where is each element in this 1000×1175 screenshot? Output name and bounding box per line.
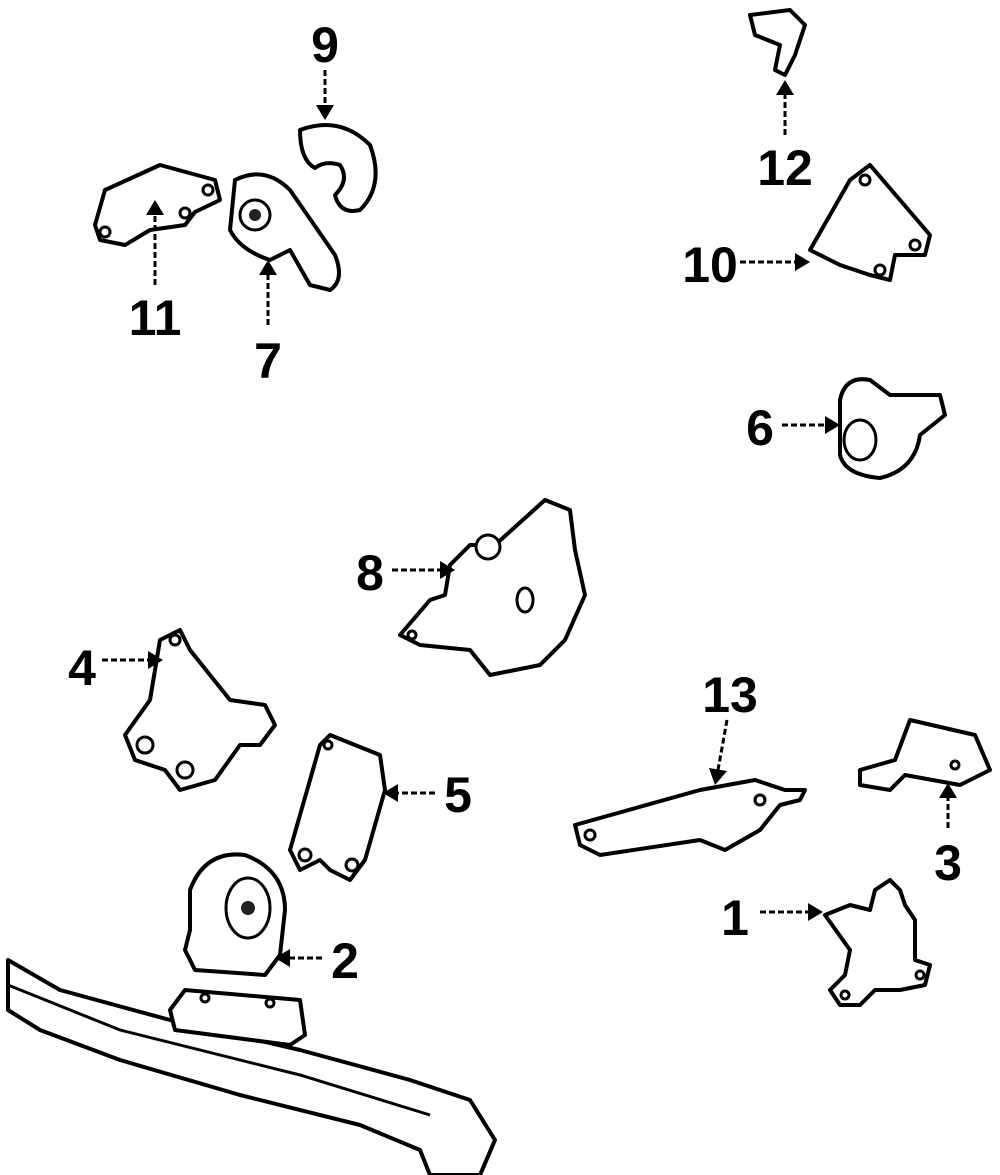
callout-numbers: 1 2 3 4 5 6 7 8 9 10 11 12 13 (68, 17, 962, 989)
part-7-mount (228, 172, 341, 292)
part-8-mount (398, 498, 587, 677)
callout-4: 4 (68, 640, 96, 696)
part-5-bracket (288, 733, 387, 882)
part-4-bracket (123, 628, 277, 792)
callout-8: 8 (356, 545, 384, 601)
frame-crossmember (6, 958, 497, 1175)
part-9-shim (298, 123, 378, 213)
callout-6: 6 (746, 400, 774, 456)
part-10-bracket (808, 163, 932, 282)
part-13-bracket (573, 778, 807, 857)
callout-leaders (102, 70, 957, 967)
callout-3: 3 (934, 835, 962, 891)
callout-12: 12 (757, 140, 813, 196)
part-12-bracket (748, 8, 807, 77)
callout-1: 1 (721, 890, 749, 946)
callout-9: 9 (311, 17, 339, 73)
part-1-mount (823, 878, 932, 1007)
callout-5: 5 (444, 767, 472, 823)
callout-13: 13 (702, 667, 758, 723)
callout-2: 2 (331, 933, 359, 989)
callout-11: 11 (129, 290, 182, 346)
callout-10: 10 (682, 237, 738, 293)
callout-7: 7 (254, 333, 282, 389)
part-6-mount (838, 377, 947, 480)
part-3-bracket (858, 718, 992, 792)
part-2-mount (183, 852, 287, 977)
